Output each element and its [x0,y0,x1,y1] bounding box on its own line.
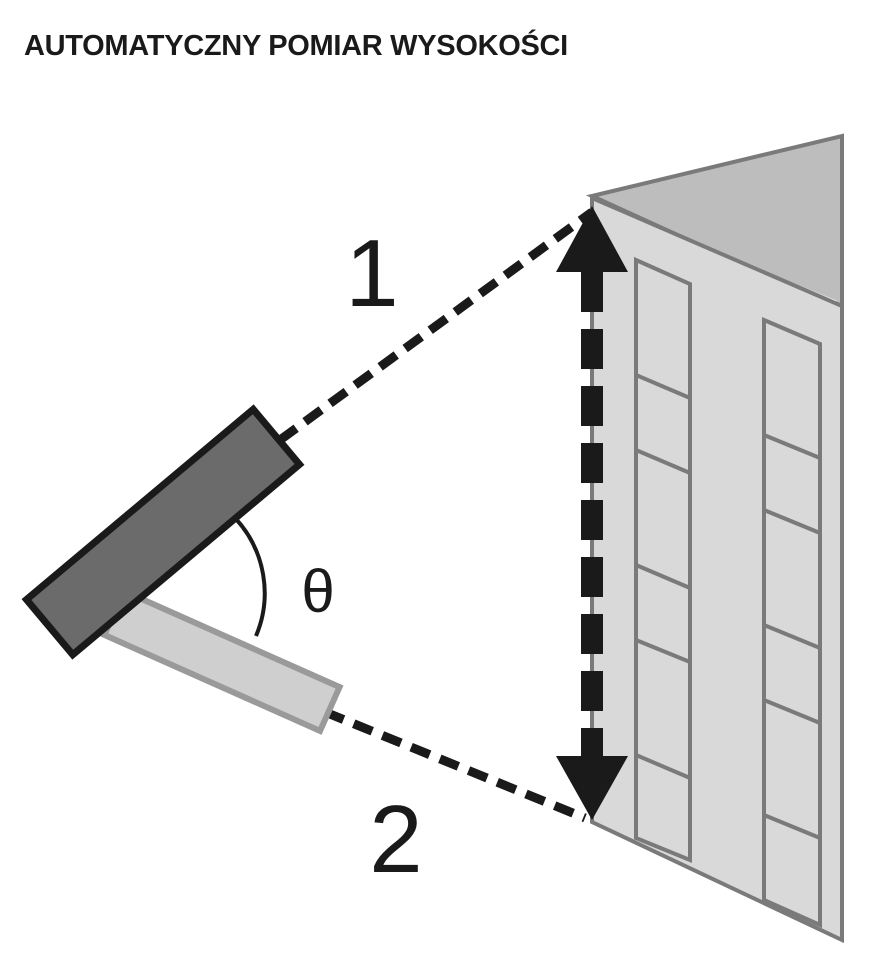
building-wall [590,194,844,944]
page-title: AUTOMATYCZNY POMIAR WYSOKOŚCI [24,30,568,62]
height-arrow-head-up [556,206,628,272]
angle-arc [234,517,267,637]
angle-label: θ [301,558,334,625]
ray-1-dashed [277,208,595,444]
height-arrow-head-down [556,756,628,820]
device-position-1 [21,404,305,660]
ray-2-dashed [323,707,587,823]
ray-1-label: 1 [345,220,398,327]
window-column-right [762,316,822,929]
building [585,133,844,944]
height-arrow [556,206,628,820]
window-column-left [634,256,692,863]
ray-2-label: 2 [369,786,422,893]
